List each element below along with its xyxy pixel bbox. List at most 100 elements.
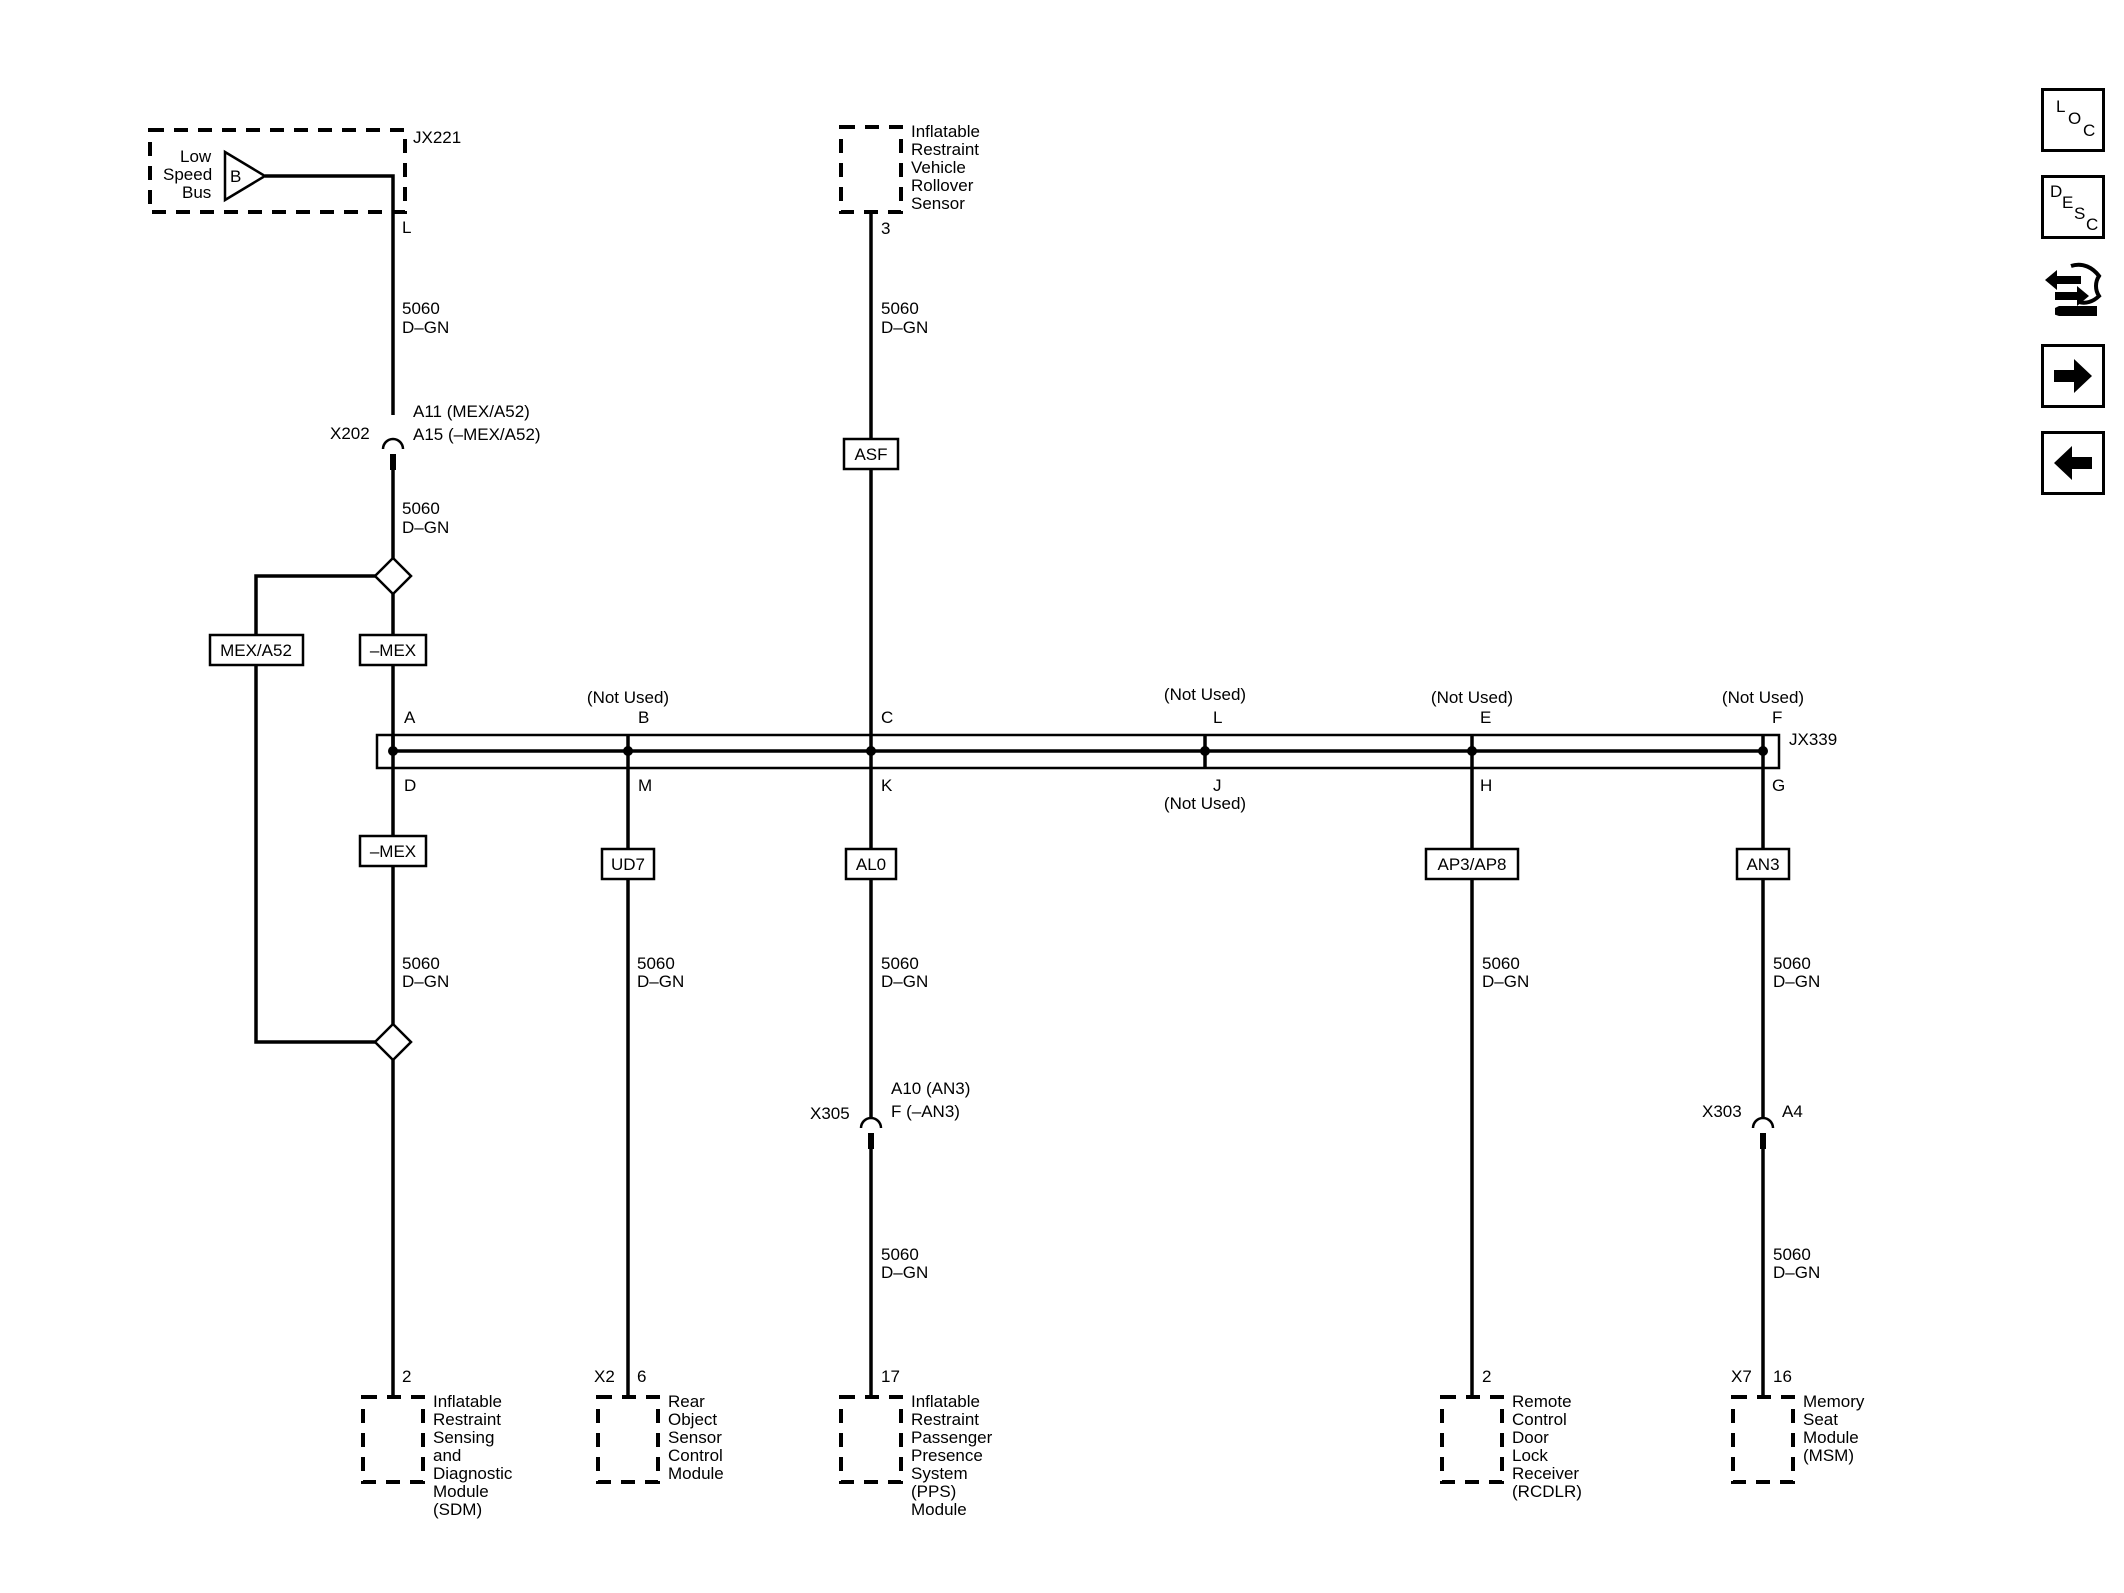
wire-color: D–GN [1773, 972, 1820, 991]
pps-text: System [911, 1464, 968, 1483]
splice-pin-top: C [881, 708, 893, 727]
wire-color: D–GN [402, 972, 449, 991]
x303-pin: A4 [1782, 1102, 1803, 1121]
x303-inline-icon [1751, 1116, 1775, 1129]
sdm-pin-label: 2 [402, 1367, 411, 1386]
option-label: UD7 [611, 855, 645, 874]
sdm-text: Module [433, 1482, 489, 1501]
not-used-label: (Not Used) [1722, 688, 1804, 707]
rcdlr-text: (RCDLR) [1512, 1482, 1582, 1501]
option-label: AP3/AP8 [1438, 855, 1507, 874]
msm-pin-label: 16 [1773, 1367, 1792, 1386]
rcdlr-text: Receiver [1512, 1464, 1579, 1483]
sdm-text: Restraint [433, 1410, 501, 1429]
splice-tap-c-k [866, 735, 876, 768]
wire-color: D–GN [881, 318, 928, 337]
pps-text: Presence [911, 1446, 983, 1465]
option-label: MEX/A52 [220, 641, 292, 660]
bus-triangle-icon [223, 149, 268, 203]
splice-pack-label: JX339 [1789, 730, 1837, 749]
wire-number: 5060 [1773, 954, 1811, 973]
sdm-text: Sensing [433, 1428, 494, 1447]
rcdlr-text: Lock [1512, 1446, 1548, 1465]
bus-text-1: Low [180, 147, 212, 166]
loc-button[interactable]: L O C [2041, 88, 2105, 152]
rollover-text: Sensor [911, 194, 965, 213]
rollover-text: Rollover [911, 176, 974, 195]
desc-letter: S [2074, 204, 2086, 223]
pps-text: Module [911, 1500, 967, 1519]
splice-pin-top: F [1772, 708, 1782, 727]
wire-number: 5060 [881, 954, 919, 973]
splice-pin-top: L [1213, 708, 1222, 727]
option-label: AL0 [856, 855, 886, 874]
x202-pin-1: A11 (MEX/A52) [413, 402, 530, 421]
option-label: –MEX [370, 641, 416, 660]
bus-text-2: Speed [163, 165, 212, 184]
option-label: –MEX [370, 842, 416, 861]
wire-number: 5060 [402, 499, 440, 518]
loc-letter: L [2056, 97, 2066, 116]
option-box-an3 [1735, 847, 1791, 881]
splice-pin-bottom: H [1480, 776, 1492, 795]
bus-pin-label: B [230, 167, 241, 186]
sdm-text: Inflatable [433, 1392, 502, 1411]
splice-tap-l-j [1200, 735, 1210, 768]
x202-pin-icon [390, 454, 396, 470]
not-used-label: (Not Used) [1164, 685, 1246, 704]
not-used-label: (Not Used) [1164, 794, 1246, 813]
sdm-text: and [433, 1446, 461, 1465]
bus-text-3: Bus [182, 183, 211, 202]
rcdlr-pin-label: 2 [1482, 1367, 1491, 1386]
not-used-label: (Not Used) [587, 688, 669, 707]
connector-wrench-icon [2045, 262, 2102, 316]
loc-letter: C [2083, 121, 2096, 140]
desc-button[interactable]: D E S C [2041, 175, 2105, 239]
arrow-left-icon [2054, 446, 2092, 480]
splice-pin-bottom: K [881, 776, 893, 795]
sdm-text: Diagnostic [433, 1464, 513, 1483]
rollover-text: Inflatable [911, 122, 980, 141]
msm-text: Module [1803, 1428, 1859, 1447]
rcdlr-text: Control [1512, 1410, 1567, 1429]
next-page-button[interactable] [2041, 344, 2105, 408]
wire-color: D–GN [881, 972, 928, 991]
x305-pin-2: F (–AN3) [891, 1102, 960, 1121]
option-label: ASF [854, 445, 887, 464]
splice-pin-bottom: J [1213, 776, 1222, 795]
splice-tap-e-h [1467, 735, 1477, 768]
x305-pin-1: A10 (AN3) [891, 1079, 970, 1098]
wire-number: 5060 [881, 299, 919, 318]
wire-option-mex-a52 [254, 574, 375, 635]
previous-page-button[interactable] [2041, 431, 2105, 495]
wire-number: 5060 [402, 954, 440, 973]
pps-text: Inflatable [911, 1392, 980, 1411]
desc-letter: E [2062, 193, 2074, 212]
rcdlr-text: Door [1512, 1428, 1549, 1447]
rear-pin-label: 6 [637, 1367, 646, 1386]
rollover-pin-label: 3 [881, 219, 890, 238]
splice-pin-top: B [638, 708, 649, 727]
wire-number: 5060 [1482, 954, 1520, 973]
x303-label: X303 [1702, 1102, 1742, 1121]
pps-pin-label: 17 [881, 1367, 900, 1386]
not-used-label: (Not Used) [1431, 688, 1513, 707]
connector-wrench-button[interactable] [2041, 256, 2111, 326]
option-join-diamond-bottom [373, 1022, 413, 1062]
rcdlr-text: Remote [1512, 1392, 1572, 1411]
option-box-ap3-ap8 [1424, 847, 1520, 881]
splice-tap-a-d [388, 735, 398, 768]
wire-color: D–GN [881, 1263, 928, 1282]
x303-pin-icon [1760, 1133, 1766, 1149]
splice-pin-bottom: D [404, 776, 416, 795]
wire-number: 5060 [881, 1245, 919, 1264]
splice-pin-top: A [404, 708, 416, 727]
wire-color: D–GN [1773, 1263, 1820, 1282]
msm-text: Memory [1803, 1392, 1865, 1411]
arrow-right-icon [2054, 359, 2092, 393]
rcdlr-module-box [1440, 1395, 1504, 1484]
wire-jx221-x202 [265, 174, 395, 415]
jx221-label: JX221 [413, 128, 461, 147]
option-box-ud7 [600, 847, 656, 881]
splice-tap-b-m [623, 735, 633, 768]
